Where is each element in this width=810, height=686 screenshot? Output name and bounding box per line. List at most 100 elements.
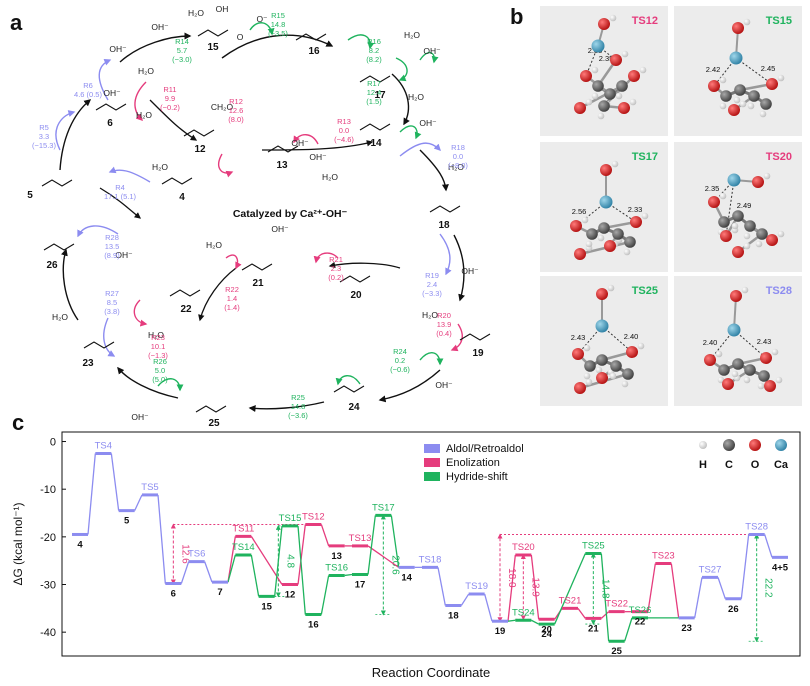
electron-arrow	[77, 225, 119, 238]
legend-swatch	[424, 472, 440, 481]
reaction-energy-r15: 14.8	[271, 20, 286, 29]
molecule-fragment-label: H₂O	[52, 312, 68, 322]
calcium-atom	[727, 173, 741, 187]
molecule-fragment-label: O⁻	[256, 14, 268, 24]
carbon-atom	[748, 90, 760, 102]
pathway-connector	[624, 617, 633, 642]
distance-label: 2.49	[737, 201, 752, 210]
hydrogen-atom	[639, 66, 647, 74]
molecule-fragment-label: H₂O	[448, 162, 464, 172]
pathway-connector	[297, 524, 306, 585]
reaction-energy-r12: 12.6	[229, 106, 244, 115]
energy-level-label: 12	[285, 590, 296, 601]
hydrogen-atom	[623, 248, 631, 256]
reaction-energy-r19: 2.4	[427, 280, 437, 289]
reaction-energy-r27: (3.8)	[104, 307, 120, 316]
carbon-atom	[586, 228, 598, 240]
molecule-fragment-label: H₂O	[408, 92, 424, 102]
coordination-line	[725, 179, 735, 237]
molecule-fragment-label: OH⁻	[131, 412, 149, 422]
hydrogen-atom	[597, 112, 605, 120]
hydrogen-atom	[777, 74, 785, 82]
cycle-arrow	[419, 149, 449, 192]
ts-card-title: TS20	[766, 151, 792, 163]
molecule-22	[169, 289, 201, 297]
hydrogen-atom	[733, 96, 741, 104]
reaction-label-r18: R18	[451, 143, 465, 152]
molecule-fragment-label: H₂O	[152, 162, 168, 172]
y-axis-label: ΔG (kcal mol⁻¹)	[11, 502, 25, 585]
energy-level-label: TS18	[419, 554, 442, 565]
molecule-13	[267, 145, 299, 153]
cycle-arrow	[119, 32, 192, 63]
pathway-connector	[647, 563, 656, 612]
y-tick-label: -20	[40, 532, 56, 544]
hydrogen-atom	[719, 192, 727, 200]
energy-level-label: 25	[611, 646, 622, 657]
species-label-13: 13	[276, 160, 288, 171]
coordination-line	[575, 201, 607, 227]
legend-label: Aldol/Retroaldol	[446, 443, 524, 455]
reaction-energy-r27: 8.5	[107, 298, 117, 307]
oxygen-atom	[720, 230, 732, 242]
energy-level-label: TS4	[95, 440, 112, 451]
pathway-connector	[460, 593, 470, 606]
reaction-label-r6: R6	[83, 81, 93, 90]
calcium-atom	[727, 323, 741, 337]
species-label-20: 20	[350, 290, 362, 301]
oxygen-atom	[604, 240, 616, 252]
species-label-17: 17	[374, 90, 386, 101]
molecule-24	[333, 385, 365, 393]
electron-arrow	[347, 34, 375, 50]
distance-label: 2.56	[572, 207, 587, 216]
energy-level-label: TS5	[141, 482, 158, 493]
carbon-atom	[598, 100, 610, 112]
molecule-18	[429, 205, 461, 213]
oxygen-atom	[766, 78, 778, 90]
distance-label: 2.35	[705, 184, 720, 193]
carbon-atom	[760, 98, 772, 110]
pathway-connector	[320, 524, 330, 547]
atom-legend-label: C	[725, 459, 733, 471]
pathway-connector	[250, 554, 260, 597]
electron-arrow	[313, 252, 339, 264]
energy-level-label: 22	[635, 617, 646, 628]
electron-arrow	[55, 110, 76, 151]
reaction-label-r11: R11	[163, 85, 176, 94]
energy-level-label: 4	[77, 539, 83, 550]
energy-level-label: 4+5	[772, 562, 789, 573]
energy-level-label: TS20	[512, 542, 535, 553]
oxygen-atom	[574, 248, 586, 260]
molecule-fragment-label: OH⁻	[423, 46, 441, 56]
species-label-16: 16	[308, 46, 320, 57]
oxygen-atom	[628, 70, 640, 82]
hydrogen-atom	[621, 380, 629, 388]
oxygen-atom	[732, 246, 744, 258]
reaction-energy-r19: (−3.3)	[422, 289, 442, 298]
barrier-label: 4.8	[284, 554, 295, 568]
hydrogen-atom	[629, 98, 637, 106]
branch-arrow	[328, 261, 401, 269]
molecule-12	[183, 129, 215, 137]
distance-label: 2.43	[757, 337, 772, 346]
bond	[603, 75, 635, 107]
species-label-15: 15	[207, 42, 219, 53]
oxygen-atom	[708, 196, 720, 208]
pathway-connector	[157, 494, 166, 584]
x-axis-label: Reaction Coordinate	[372, 665, 491, 680]
carbon-atom	[584, 360, 596, 372]
species-label-6: 6	[107, 118, 113, 129]
reaction-label-r19: R19	[425, 271, 439, 280]
energy-level-label: 16	[308, 620, 319, 631]
energy-level-label: 24	[541, 629, 552, 640]
molecule-fragment-label: H₂O	[138, 66, 154, 76]
oxygen-atom	[596, 372, 608, 384]
energy-level-label: 15	[261, 601, 272, 612]
energy-level-label: TS19	[465, 581, 488, 592]
energy-level-label: TS6	[188, 549, 205, 560]
reaction-energy-r11: (−0.2)	[160, 103, 180, 112]
energy-level-label: TS24	[512, 607, 535, 618]
